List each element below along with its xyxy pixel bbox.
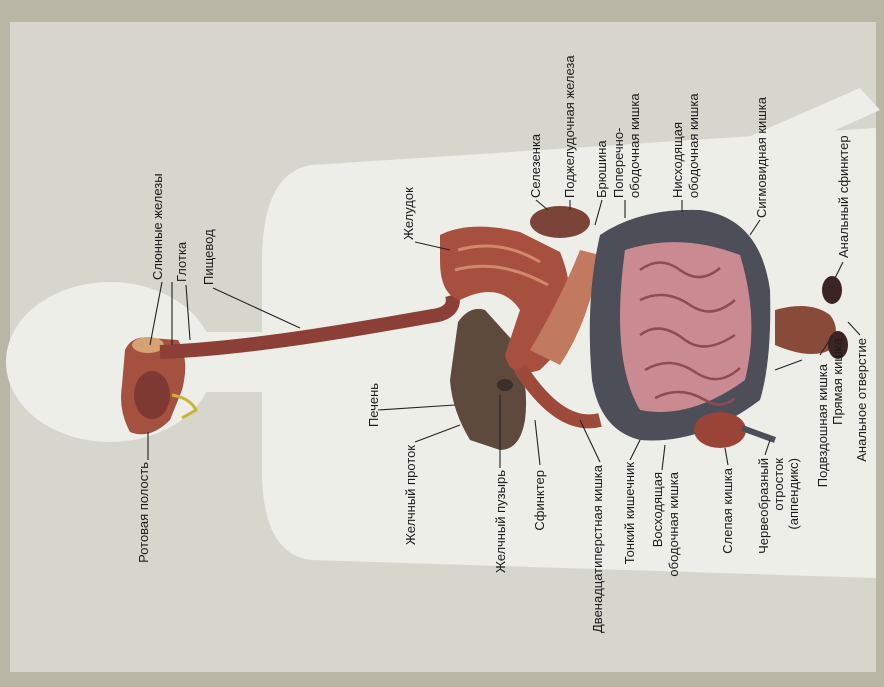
spleen-organ xyxy=(530,206,590,238)
label-descending-colon-1: Нисходящая xyxy=(670,122,685,198)
label-appendix-1: Червеобразный xyxy=(756,458,771,554)
label-stomach: Желудок xyxy=(401,187,416,240)
label-spleen: Селезенка xyxy=(528,133,543,198)
label-sphincter: Сфинктер xyxy=(532,470,547,531)
label-descending-colon-2: ободочная кишка xyxy=(686,93,701,198)
label-liver: Печень xyxy=(366,383,381,427)
label-esophagus: Пищевод xyxy=(201,229,216,285)
label-gallbladder: Желчный пузырь xyxy=(493,470,508,573)
label-anus: Анальное отверстие xyxy=(854,338,869,462)
label-anal-sphincter: Анальный сфинктер xyxy=(836,135,851,258)
label-pancreas: Поджелудочная железа xyxy=(562,55,577,198)
anal-sphincter-organ xyxy=(822,276,842,304)
label-oral-cavity: Ротовая полость xyxy=(136,462,151,563)
label-ileum: Подвздошная кишка xyxy=(815,363,830,487)
caecum-organ xyxy=(694,412,746,448)
rectum-organ xyxy=(775,306,836,354)
label-pharynx: Глотка xyxy=(174,241,189,282)
label-peritoneum: Брюшина xyxy=(594,140,609,198)
small-intestine-organ xyxy=(620,242,751,412)
label-rectum: Прямая кишка xyxy=(830,337,845,425)
label-caecum: Слепая кишка xyxy=(720,467,735,553)
label-small-intestine: Тонкий кишечник xyxy=(622,462,637,565)
label-transverse-colon-1: Поперечно- xyxy=(611,128,626,198)
label-appendix-2: отросток xyxy=(771,458,786,511)
label-bile-duct: Желчный проток xyxy=(403,445,418,545)
label-salivary-glands: Слюнные железы xyxy=(150,173,165,280)
label-sigmoid-colon: Сигмовидная кишка xyxy=(754,96,769,218)
label-ascending-colon-2: ободочная кишка xyxy=(666,471,681,576)
label-appendix-3: (аппендикс) xyxy=(786,458,801,530)
label-transverse-colon-2: ободочная кишка xyxy=(627,93,642,198)
label-ascending-colon-1: Восходящая xyxy=(650,472,665,547)
label-duodenum: Двенадцатиперстная кишка xyxy=(590,464,605,633)
gallbladder-organ xyxy=(497,379,513,391)
